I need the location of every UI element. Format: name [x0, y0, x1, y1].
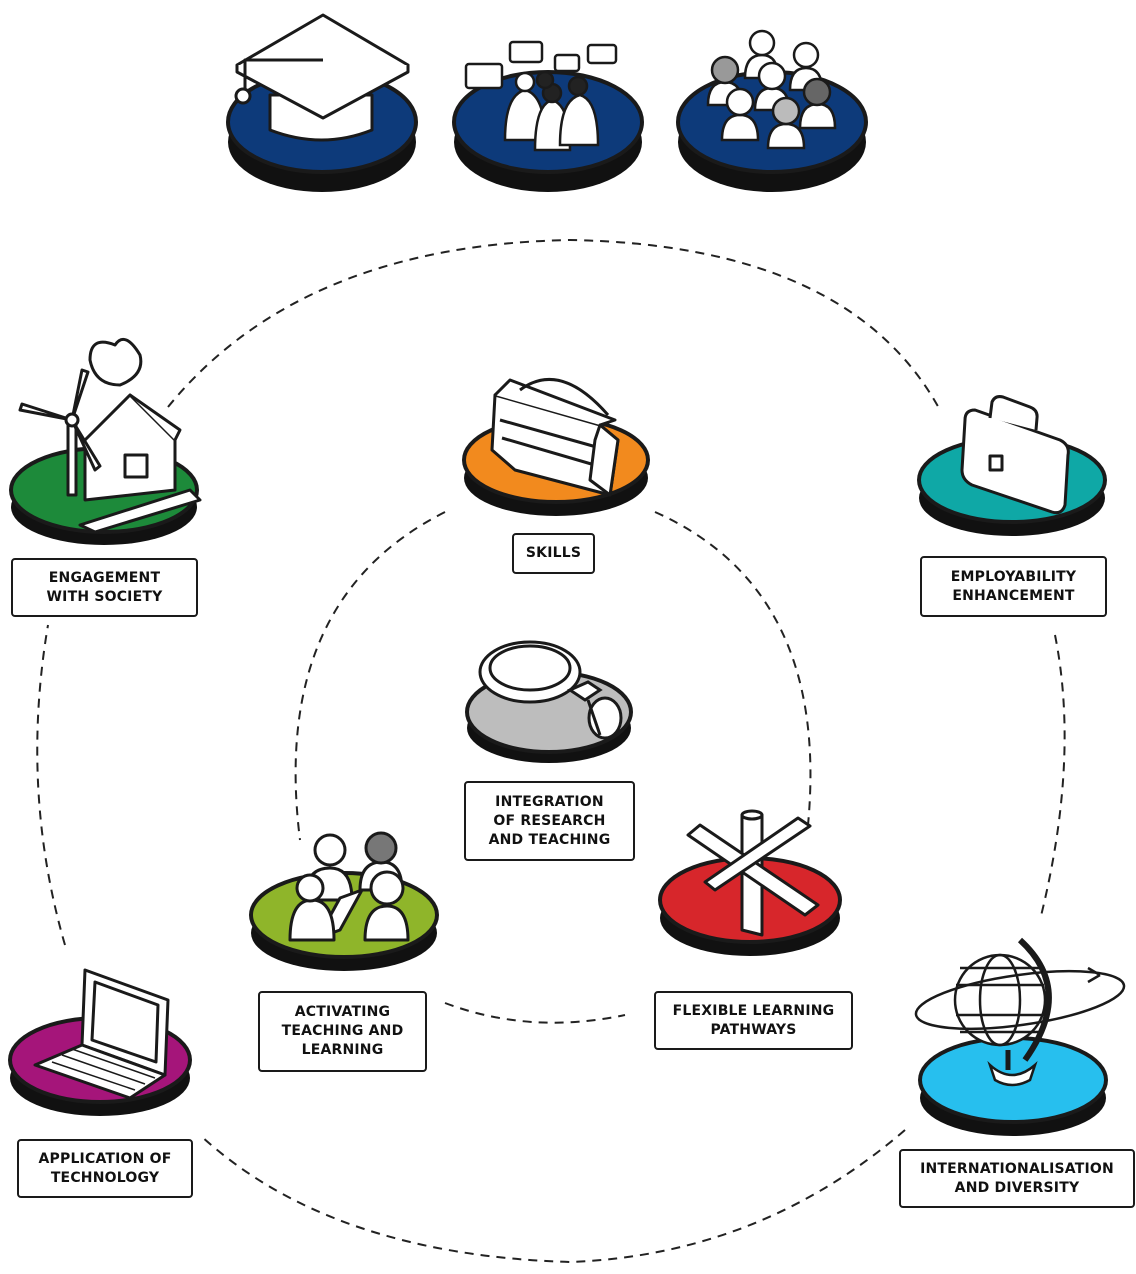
label-flexible: FLEXIBLE LEARNING PATHWAYS [654, 991, 853, 1050]
toolbox-icon [490, 377, 620, 497]
top-plate-discussion [452, 40, 644, 192]
plate-technology [8, 968, 192, 1116]
magnifying-glass-icon [478, 640, 623, 740]
windmill-house-icon [18, 337, 202, 534]
top-plate-graduation [226, 13, 418, 192]
label-research: INTEGRATION OF RESEARCH AND TEACHING [464, 781, 635, 861]
outer-dashed-ring-bottom [199, 1129, 906, 1264]
label-international: INTERNATIONALISATION AND DIVERSITY [899, 1149, 1135, 1208]
plate-skills [462, 377, 650, 516]
label-engagement: ENGAGEMENT WITH SOCIETY [11, 558, 198, 617]
outer-dashed-ring-right [1039, 634, 1066, 921]
plate-international [914, 937, 1126, 1136]
briefcase-icon [960, 395, 1070, 515]
graduation-cap-icon [234, 13, 410, 142]
signpost-icon [686, 809, 820, 937]
student-crowd-icon [706, 29, 837, 150]
outer-dashed-ring-left [36, 624, 66, 946]
plate-engagement [9, 337, 202, 545]
outer-dashed-ring [167, 238, 941, 411]
inner-dashed-ring-left [294, 511, 446, 841]
label-technology: APPLICATION OF TECHNOLOGY [17, 1139, 193, 1198]
label-skills: SKILLS [512, 533, 595, 574]
top-plate-crowd [676, 29, 868, 192]
plate-research [465, 640, 633, 763]
laptop-icon [33, 968, 170, 1100]
plate-employability [917, 395, 1107, 536]
discussion-group-icon [464, 40, 618, 152]
study-group-laptop-icon [288, 831, 410, 942]
plate-activating [249, 831, 439, 971]
inner-dashed-ring-right [654, 511, 812, 826]
plate-flexible [658, 809, 842, 956]
label-activating: ACTIVATING TEACHING AND LEARNING [258, 991, 427, 1072]
inner-dashed-ring-bottom [444, 1002, 626, 1024]
globe-icon [914, 937, 1126, 1087]
label-employability: EMPLOYABILITY ENHANCEMENT [920, 556, 1107, 617]
